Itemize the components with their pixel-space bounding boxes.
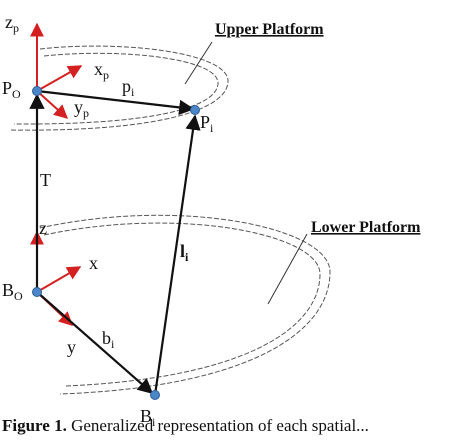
li-label: li xyxy=(180,241,189,264)
caption-label: Figure 1. xyxy=(2,416,67,435)
y-label: y xyxy=(67,337,76,357)
figure-caption: Figure 1. Generalized representation of … xyxy=(2,416,472,440)
xp-label: xp xyxy=(94,59,109,82)
caption-text: Generalized representation of each spati… xyxy=(66,416,369,435)
PO-label: PO xyxy=(2,78,21,101)
upper-platform-outline xyxy=(9,45,229,131)
BO-label: BO xyxy=(2,280,23,303)
lower-platform-outline xyxy=(39,214,331,395)
Bi-label: Bi xyxy=(140,406,156,429)
Pi-label: Pi xyxy=(200,112,214,135)
x-axis-arrow xyxy=(36,266,82,293)
Pi-point xyxy=(190,105,200,115)
x-label: x xyxy=(89,253,98,273)
BO-point xyxy=(32,287,42,297)
PO-point xyxy=(32,86,42,96)
yp-axis-arrow xyxy=(36,90,69,119)
pi-vector xyxy=(36,89,195,116)
upper-platform-leader xyxy=(184,41,213,85)
lower-platform-leader xyxy=(267,233,308,305)
zp-label: zp xyxy=(5,12,19,35)
lower-platform-label: Lower Platform xyxy=(311,219,421,236)
upper-platform-label: Upper Platform xyxy=(215,21,324,38)
Bi-point xyxy=(150,390,160,400)
xp-axis-arrow xyxy=(36,65,83,92)
pi-label: pi xyxy=(122,76,135,99)
yp-label: yp xyxy=(74,97,89,120)
bi-vector xyxy=(36,291,154,395)
bi-label: bi xyxy=(102,328,115,351)
li-vector xyxy=(153,114,201,396)
z-label: z xyxy=(39,218,47,238)
T-label: T xyxy=(40,170,51,190)
